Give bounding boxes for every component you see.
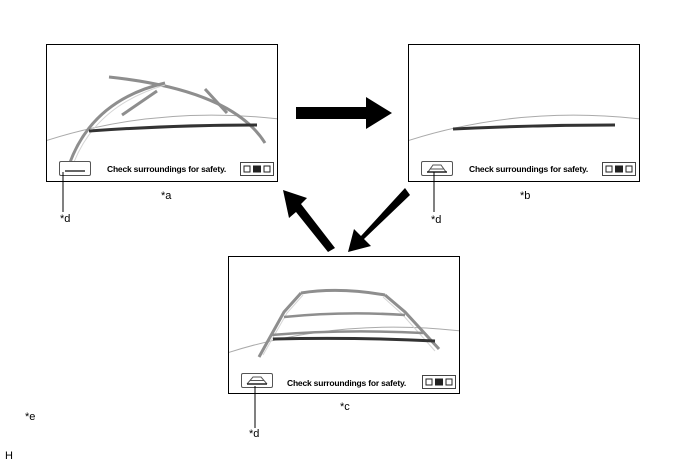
callout-label-d-c: *d <box>249 428 260 440</box>
camera-mode-button[interactable] <box>241 373 273 388</box>
safety-message: Check surroundings for safety. <box>287 378 407 388</box>
callout-label-d-a: *d <box>60 213 71 225</box>
camera-mode-button[interactable] <box>421 161 453 176</box>
cycle-arrow-a-to-b <box>296 97 392 129</box>
cycle-arrow-b-to-c <box>348 188 410 252</box>
figure-code: H <box>5 450 13 462</box>
screen-label-a: *a <box>161 190 172 202</box>
note-label-e: *e <box>25 411 36 423</box>
cycle-arrow-c-to-a <box>283 190 335 252</box>
callout-leader-a <box>62 172 64 212</box>
guide-mode-icon <box>65 170 85 172</box>
view-switch-icon[interactable] <box>602 162 636 176</box>
screen-b: Check surroundings for safety. <box>408 44 640 182</box>
screen-label-c: *c <box>340 401 350 413</box>
screen-a: Check surroundings for safety. <box>46 44 278 182</box>
guide-mode-icon <box>246 376 268 385</box>
callout-leader-b <box>433 172 435 212</box>
safety-message: Check surroundings for safety. <box>107 164 227 174</box>
callout-label-d-b: *d <box>431 214 442 226</box>
guide-lines-a <box>47 75 277 166</box>
screen-c: Check surroundings for safety. <box>228 256 460 394</box>
callout-leader-c <box>254 386 256 428</box>
view-switch-icon[interactable] <box>422 375 456 389</box>
guide-lines-c <box>229 288 459 358</box>
guide-lines-b <box>409 114 639 141</box>
safety-message: Check surroundings for safety. <box>469 164 589 174</box>
screen-label-b: *b <box>520 190 531 202</box>
camera-mode-button[interactable] <box>59 161 91 176</box>
guide-mode-icon <box>427 164 447 173</box>
view-switch-icon[interactable] <box>240 162 274 176</box>
